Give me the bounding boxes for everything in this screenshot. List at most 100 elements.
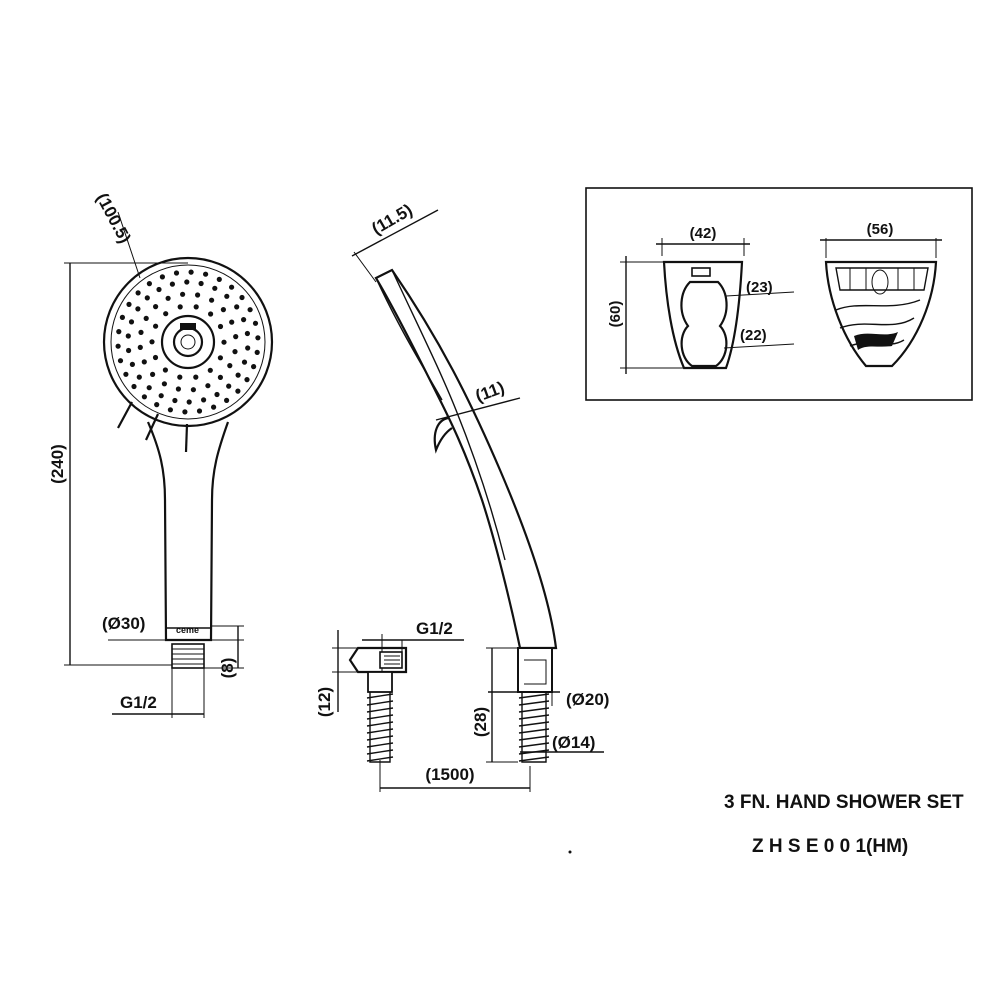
nozzle-dot <box>241 359 248 365</box>
nozzle-dot <box>182 409 188 415</box>
hose-thread-line <box>366 749 394 755</box>
nozzle-dot <box>177 304 183 310</box>
nozzle-dot <box>131 383 137 390</box>
nozzle-dot <box>163 311 169 317</box>
nozzle-dot <box>211 404 217 410</box>
brand-mark: ceme <box>176 625 199 635</box>
nozzle-dot <box>141 394 147 400</box>
bracket-side-shadow <box>854 332 898 350</box>
selector-indicator <box>180 323 196 330</box>
nozzle-dot <box>173 270 180 276</box>
nozzle-dot <box>255 335 261 341</box>
nozzle-dot <box>123 371 129 377</box>
function-mark-2 <box>145 413 159 441</box>
hose-thread-line <box>366 693 394 699</box>
nozzle-dot <box>220 307 226 313</box>
hose-thread-line <box>518 700 550 706</box>
nozzle-dot <box>209 297 215 303</box>
nozzle-dot <box>136 374 142 380</box>
nozzle-dot <box>227 363 233 369</box>
nozzle-dot <box>216 276 222 282</box>
nozzle-dot <box>229 284 235 290</box>
outlet-thread-lines <box>172 648 204 665</box>
nozzle-dot <box>221 339 227 345</box>
nozzle-dot <box>126 301 132 307</box>
nozzle-dot <box>195 292 201 298</box>
hose-end-right <box>518 692 550 763</box>
dim-bracket-height: (60) <box>607 301 624 328</box>
bracket-side-contour-1 <box>835 299 921 311</box>
hose-left-view: G1/2 (12) (1500) <box>315 619 531 792</box>
nozzle-dot <box>150 371 156 377</box>
nozzle-dot <box>158 393 164 399</box>
hose-outline <box>521 692 547 763</box>
dim-handle-thickness: (11) <box>473 378 507 406</box>
nozzle-dot <box>149 339 155 345</box>
nozzle-dot <box>190 387 196 393</box>
hose-thread-line <box>366 742 394 748</box>
dim-cone-length: (28) <box>471 707 490 737</box>
bracket-side-contour-2 <box>839 317 915 329</box>
dim-hose-diameter: (Ø14) <box>552 733 595 752</box>
bracket-side-outline <box>824 260 938 368</box>
dim-22-leader <box>723 343 795 349</box>
stray-dot <box>568 850 572 854</box>
dim-115-ext <box>353 251 377 283</box>
dim-bracket-width-front: (42) <box>690 225 717 242</box>
hose-thread-line <box>366 700 394 706</box>
bracket-detail: (42) (60) (23) (22) (56) <box>585 187 973 401</box>
hose-thread-line <box>366 735 394 741</box>
nozzle-dot <box>226 383 232 389</box>
handle-side-face <box>375 277 443 401</box>
nozzle-dot <box>175 386 181 392</box>
nozzle-dot <box>135 306 141 312</box>
hose-thread-line <box>518 742 550 748</box>
bracket-side-hole <box>871 269 889 295</box>
hose-thread-line <box>518 693 550 699</box>
hose-thread-line <box>518 735 550 741</box>
nozzle-dot <box>217 355 223 361</box>
title-line-2: Z H S E 0 0 1(HM) <box>752 836 908 857</box>
nozzle-dot <box>169 281 175 287</box>
hose-thread-line <box>366 756 394 762</box>
nozzle-dot <box>244 330 250 337</box>
nozzle-dot <box>116 329 122 335</box>
spray-face-ring <box>110 264 266 420</box>
nozzle-dot <box>144 295 150 301</box>
hose-thread-line <box>518 756 550 762</box>
nozzle-dot <box>115 343 121 349</box>
nozzle-dot <box>177 374 183 380</box>
hose-thread-line <box>366 721 394 727</box>
dim-outlet-diameter: (Ø30) <box>102 614 145 633</box>
nozzle-dot <box>196 408 203 414</box>
nozzle-dot <box>119 314 125 320</box>
center-nozzle <box>172 326 204 358</box>
nozzle-dot <box>146 385 152 391</box>
dim-outlet-thread: G1/2 <box>120 693 157 712</box>
bracket-front-slot <box>680 280 728 368</box>
dim-23-leader <box>725 291 795 297</box>
function-mark-3 <box>184 423 189 453</box>
dim-100-leader <box>117 211 141 279</box>
nozzle-dot <box>235 388 241 394</box>
nozzle-dot <box>229 319 235 325</box>
dim-bracket-opening-bottom: (22) <box>740 327 767 344</box>
hose-screw-left <box>366 692 394 763</box>
nozzle-dot <box>212 285 218 291</box>
hose-thread-line <box>366 707 394 713</box>
dim-11-line <box>435 397 521 421</box>
nozzle-dot <box>247 307 253 313</box>
nozzle-dot <box>201 397 207 403</box>
front-view: ceme (240) (100.5) (Ø30) (8) G1/2 <box>48 190 274 718</box>
cone-nut <box>517 647 553 693</box>
trigger-bump <box>433 416 453 454</box>
hose-ferrule-left <box>367 671 393 693</box>
nozzle-dot <box>207 367 213 373</box>
dim-outlet-height: (8) <box>218 658 237 679</box>
nozzle-dot <box>239 294 245 301</box>
nozzle-dot <box>224 397 230 403</box>
nozzle-dot <box>193 304 199 310</box>
nozzle-dot <box>143 315 149 321</box>
hose-thread-line <box>518 707 550 713</box>
